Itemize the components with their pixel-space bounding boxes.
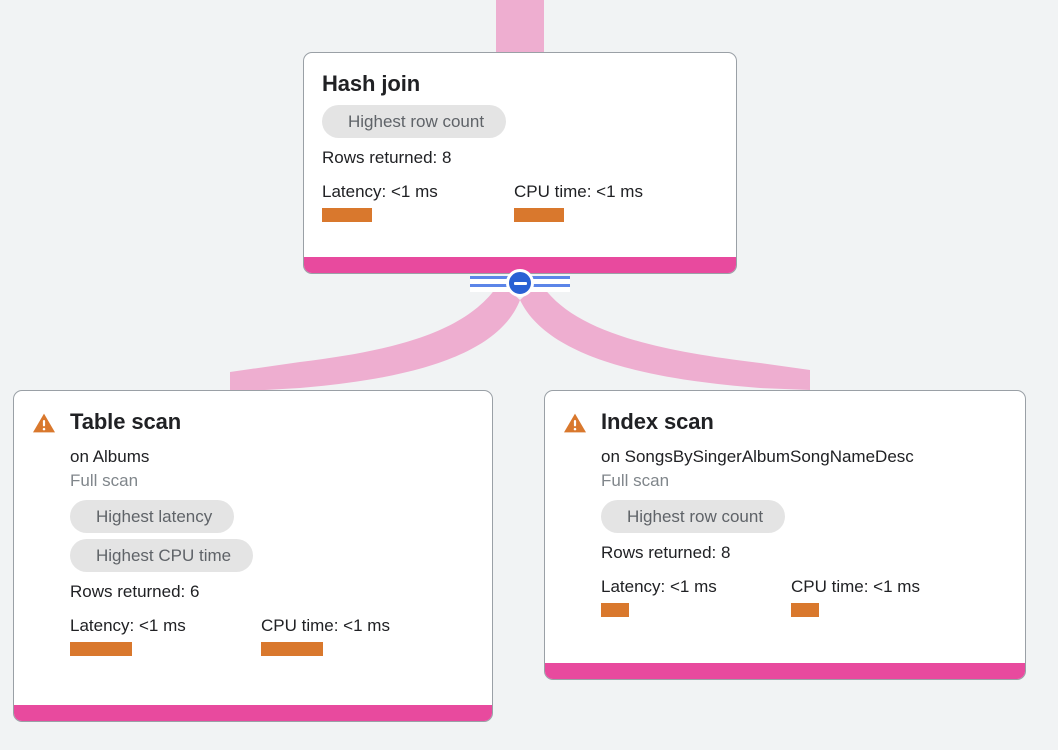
metric-latency: Latency: <1 ms: [601, 577, 791, 617]
rows-returned: Rows returned: 6: [70, 582, 200, 601]
node-heading-wrap: Hash join: [322, 71, 718, 97]
node-heading-wrap: Table scan on Albums Full scan Highest l…: [70, 409, 474, 656]
minus-circle-icon: [513, 281, 527, 285]
node-subtitle: on SongsBySingerAlbumSongNameDesc: [601, 447, 914, 466]
metric-latency: Latency: <1 ms: [322, 182, 514, 222]
node-header: Hash join: [322, 71, 718, 97]
node-accent-bar: [14, 705, 492, 721]
node-scan-type: Full scan: [70, 471, 139, 490]
edge-incoming: [496, 0, 544, 54]
metric-latency-label: Latency: <1 ms: [601, 577, 717, 596]
node-metrics: Latency: <1 ms CPU time: <1 ms: [70, 616, 474, 656]
node-title: Index scan: [601, 409, 714, 434]
metric-latency-label: Latency: <1 ms: [322, 182, 438, 201]
metric-cpu-time-label: CPU time: <1 ms: [514, 182, 643, 201]
metric-cpu-time-bar: [261, 642, 323, 656]
metric-cpu-time: CPU time: <1 ms: [261, 616, 390, 656]
chip-highest-cpu-time: Highest CPU time: [70, 539, 254, 572]
metric-cpu-time-label: CPU time: <1 ms: [791, 577, 920, 596]
chip-highest-latency: Highest latency: [70, 500, 235, 533]
node-body: Table scan on Albums Full scan Highest l…: [14, 391, 492, 705]
metric-latency-bar: [70, 642, 132, 656]
node-header: Index scan on SongsBySingerAlbumSongName…: [563, 409, 1007, 617]
node-heading-wrap: Index scan on SongsBySingerAlbumSongName…: [601, 409, 1007, 617]
metric-latency-bar: [322, 208, 372, 222]
node-chips: Highest row count: [322, 105, 718, 138]
node-subtitle: on Albums: [70, 447, 150, 466]
node-metrics: Latency: <1 ms CPU time: <1 ms: [322, 182, 718, 222]
collapse-node-toggle-button[interactable]: [506, 269, 534, 297]
metric-cpu-time-bar: [514, 208, 564, 222]
metric-cpu-time: CPU time: <1 ms: [514, 182, 643, 222]
node-body: Hash join Highest row count Rows returne…: [304, 53, 736, 257]
edge-to-table-scan: [230, 282, 520, 392]
metric-latency-label: Latency: <1 ms: [70, 616, 186, 635]
node-body: Index scan on SongsBySingerAlbumSongName…: [545, 391, 1025, 663]
node-header: Table scan on Albums Full scan Highest l…: [32, 409, 474, 656]
plan-node-index-scan[interactable]: Index scan on SongsBySingerAlbumSongName…: [544, 390, 1026, 680]
rows-returned: Rows returned: 8: [322, 148, 452, 167]
warning-triangle-icon: [564, 413, 586, 433]
node-chips: Highest latency Highest CPU time: [70, 500, 474, 572]
node-accent-bar: [304, 257, 736, 273]
node-title: Table scan: [70, 409, 182, 434]
metric-cpu-time-label: CPU time: <1 ms: [261, 616, 390, 635]
edge-to-index-scan: [520, 282, 810, 390]
node-scan-type: Full scan: [601, 471, 670, 490]
chip-highest-row-count: Highest row count: [601, 500, 786, 533]
node-metrics: Latency: <1 ms CPU time: <1 ms: [601, 577, 1007, 617]
node-title: Hash join: [322, 71, 421, 96]
rows-returned: Rows returned: 8: [601, 543, 731, 562]
metric-cpu-time: CPU time: <1 ms: [791, 577, 920, 617]
node-accent-bar: [545, 663, 1025, 679]
plan-node-table-scan[interactable]: Table scan on Albums Full scan Highest l…: [13, 390, 493, 722]
metric-latency-bar: [601, 603, 629, 617]
metric-cpu-time-bar: [791, 603, 819, 617]
metric-latency: Latency: <1 ms: [70, 616, 261, 656]
plan-node-hash-join[interactable]: Hash join Highest row count Rows returne…: [303, 52, 737, 274]
node-chips: Highest row count: [601, 500, 1007, 533]
chip-highest-row-count: Highest row count: [322, 105, 507, 138]
warning-triangle-icon: [33, 413, 55, 433]
